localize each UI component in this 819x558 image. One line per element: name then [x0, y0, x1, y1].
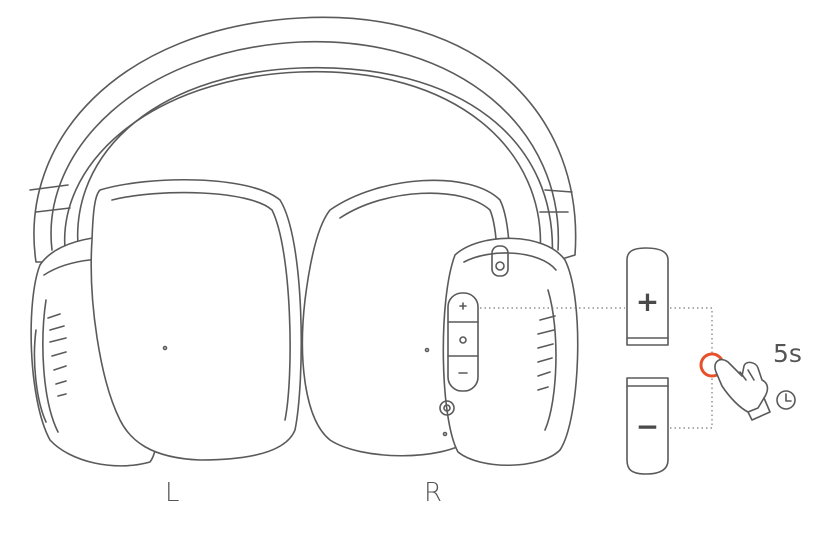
- plus-symbol: +: [636, 285, 659, 318]
- right-logo: [537, 315, 556, 391]
- headband: [29, 16, 577, 263]
- right-label: R: [424, 478, 442, 508]
- power-switch: [491, 245, 509, 277]
- volume-down-button: −: [626, 377, 669, 475]
- minus-symbol: −: [636, 410, 659, 443]
- left-label: L: [165, 478, 180, 508]
- left-mic-hole: [162, 345, 168, 351]
- duration-label: 5s: [773, 339, 802, 368]
- clock-icon: [776, 390, 796, 410]
- right-control-buttons: [447, 292, 479, 392]
- audio-jack: [439, 400, 455, 416]
- pointing-hand-icon: [714, 358, 771, 421]
- left-logo: [47, 313, 67, 397]
- left-ear-cushion: [90, 178, 303, 461]
- right-mic-hole: [424, 347, 430, 353]
- volume-up-button: +: [626, 247, 669, 346]
- right-ear-cup: [439, 237, 579, 467]
